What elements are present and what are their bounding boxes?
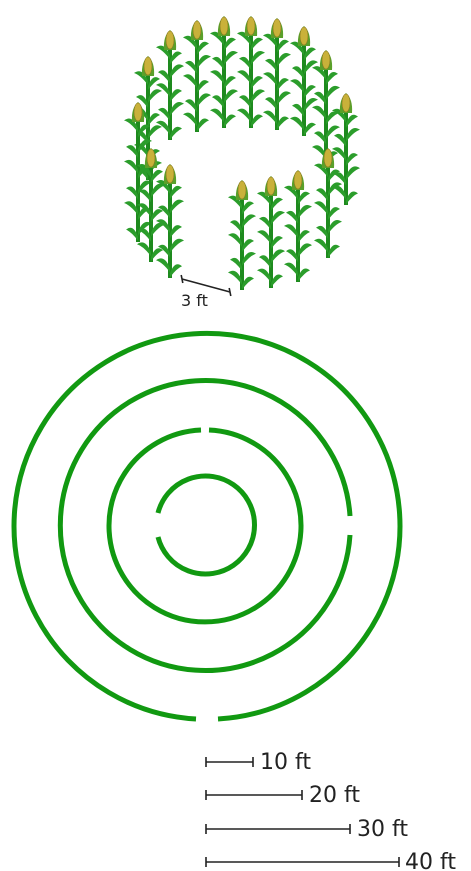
corn-plant <box>210 16 238 128</box>
corn-leaf <box>314 239 328 253</box>
corn-ear <box>247 17 255 35</box>
scale-label-40ft: 40 ft <box>405 850 456 871</box>
corn-leaf <box>290 79 304 93</box>
corn-leaf <box>242 214 256 228</box>
corn-plant <box>263 18 291 130</box>
corn-ear <box>300 27 308 45</box>
corn-leaf <box>137 242 151 256</box>
corn-leaf <box>298 205 312 219</box>
scale-legend: 10 ft 20 ft 30 ft 40 ft <box>206 750 456 871</box>
corn-ear <box>267 177 275 195</box>
corn-ear <box>294 171 302 189</box>
corn-leaf <box>148 89 162 103</box>
corn-leaf <box>328 220 342 234</box>
scale-label-10ft: 10 ft <box>260 750 311 775</box>
corn-leaf <box>326 86 340 100</box>
corn-leaf <box>183 74 197 88</box>
corn-leaf <box>170 102 184 116</box>
corn-leaf <box>277 91 291 105</box>
corn-leaf <box>197 93 211 107</box>
corn-leaf <box>237 70 251 84</box>
scale-bar-20ft: 20 ft <box>206 783 360 808</box>
corn-leaf <box>263 72 277 86</box>
maze-ring-1 <box>158 476 255 574</box>
corn-leaf <box>257 230 271 244</box>
spacing-tick-right <box>229 288 231 296</box>
corn-leaf <box>170 64 184 78</box>
corn-leaf <box>284 263 298 277</box>
corn-leaf <box>124 201 138 215</box>
corn-leaf <box>210 109 224 123</box>
corn-leaf <box>298 243 312 257</box>
corn-ear <box>166 165 174 183</box>
corn-leaf <box>170 239 184 253</box>
corn-plant <box>156 164 184 278</box>
corn-ear <box>238 181 246 199</box>
plant-spacing-indicator: 3 ft <box>181 275 231 310</box>
corn-ear <box>144 57 152 75</box>
corn-plant <box>237 16 265 128</box>
corn-leaf <box>251 89 265 103</box>
corn-ear <box>166 31 174 49</box>
corn-leaf <box>290 117 304 131</box>
corn-plant <box>290 26 318 136</box>
concentric-maze <box>14 333 400 719</box>
corn-leaf <box>271 249 285 263</box>
corn-leaf <box>228 271 242 285</box>
corn-ear <box>134 103 142 121</box>
corn-leaf <box>242 252 256 266</box>
corn-leaf <box>304 98 318 112</box>
corn-plant <box>156 30 184 140</box>
corn-leaf <box>228 233 242 247</box>
corn-leaf <box>277 53 291 67</box>
spacing-tick-left <box>181 275 183 283</box>
corn-leaf <box>237 109 251 123</box>
spacing-label: 3 ft <box>181 291 208 310</box>
corn-plant <box>137 148 165 262</box>
corn-ear <box>147 149 155 167</box>
corn-plant <box>257 176 285 288</box>
maze-ring-3 <box>60 381 350 671</box>
scale-label-30ft: 30 ft <box>357 817 408 842</box>
scale-bar-10ft: 10 ft <box>206 750 311 775</box>
corn-leaf <box>271 211 285 225</box>
corn-ear <box>220 17 228 35</box>
corn-ear <box>193 21 201 39</box>
corn-leaf <box>148 125 162 139</box>
corn-leaf <box>346 166 360 180</box>
corn-leaf <box>284 224 298 238</box>
corn-leaf <box>257 269 271 283</box>
corn-leaf <box>224 51 238 65</box>
corn-field-illustration <box>124 16 360 290</box>
corn-leaf <box>346 128 360 142</box>
scale-label-20ft: 20 ft <box>309 783 360 808</box>
corn-leaf <box>170 200 184 214</box>
corn-leaf <box>183 113 197 127</box>
corn-leaf <box>314 201 328 215</box>
corn-ear <box>322 51 330 69</box>
corn-leaf <box>156 258 170 272</box>
corn-plant <box>228 180 256 290</box>
corn-leaf <box>312 106 326 120</box>
corn-leaf <box>197 55 211 69</box>
corn-leaf <box>124 160 138 174</box>
scale-bar-30ft: 30 ft <box>206 817 408 842</box>
maze-ring-2 <box>109 430 301 622</box>
corn-leaf <box>210 70 224 84</box>
corn-plant <box>332 93 360 205</box>
corn-leaf <box>263 111 277 125</box>
corn-leaf <box>251 51 265 65</box>
maze-ring-4 <box>14 333 400 719</box>
corn-ear <box>324 149 332 167</box>
corn-ear <box>273 19 281 37</box>
corn-leaf <box>224 89 238 103</box>
corn-ear <box>342 94 350 112</box>
corn-plant <box>314 148 342 258</box>
scale-bar-40ft: 40 ft <box>206 850 456 871</box>
corn-plant <box>284 170 312 282</box>
corn-plant <box>183 20 211 132</box>
